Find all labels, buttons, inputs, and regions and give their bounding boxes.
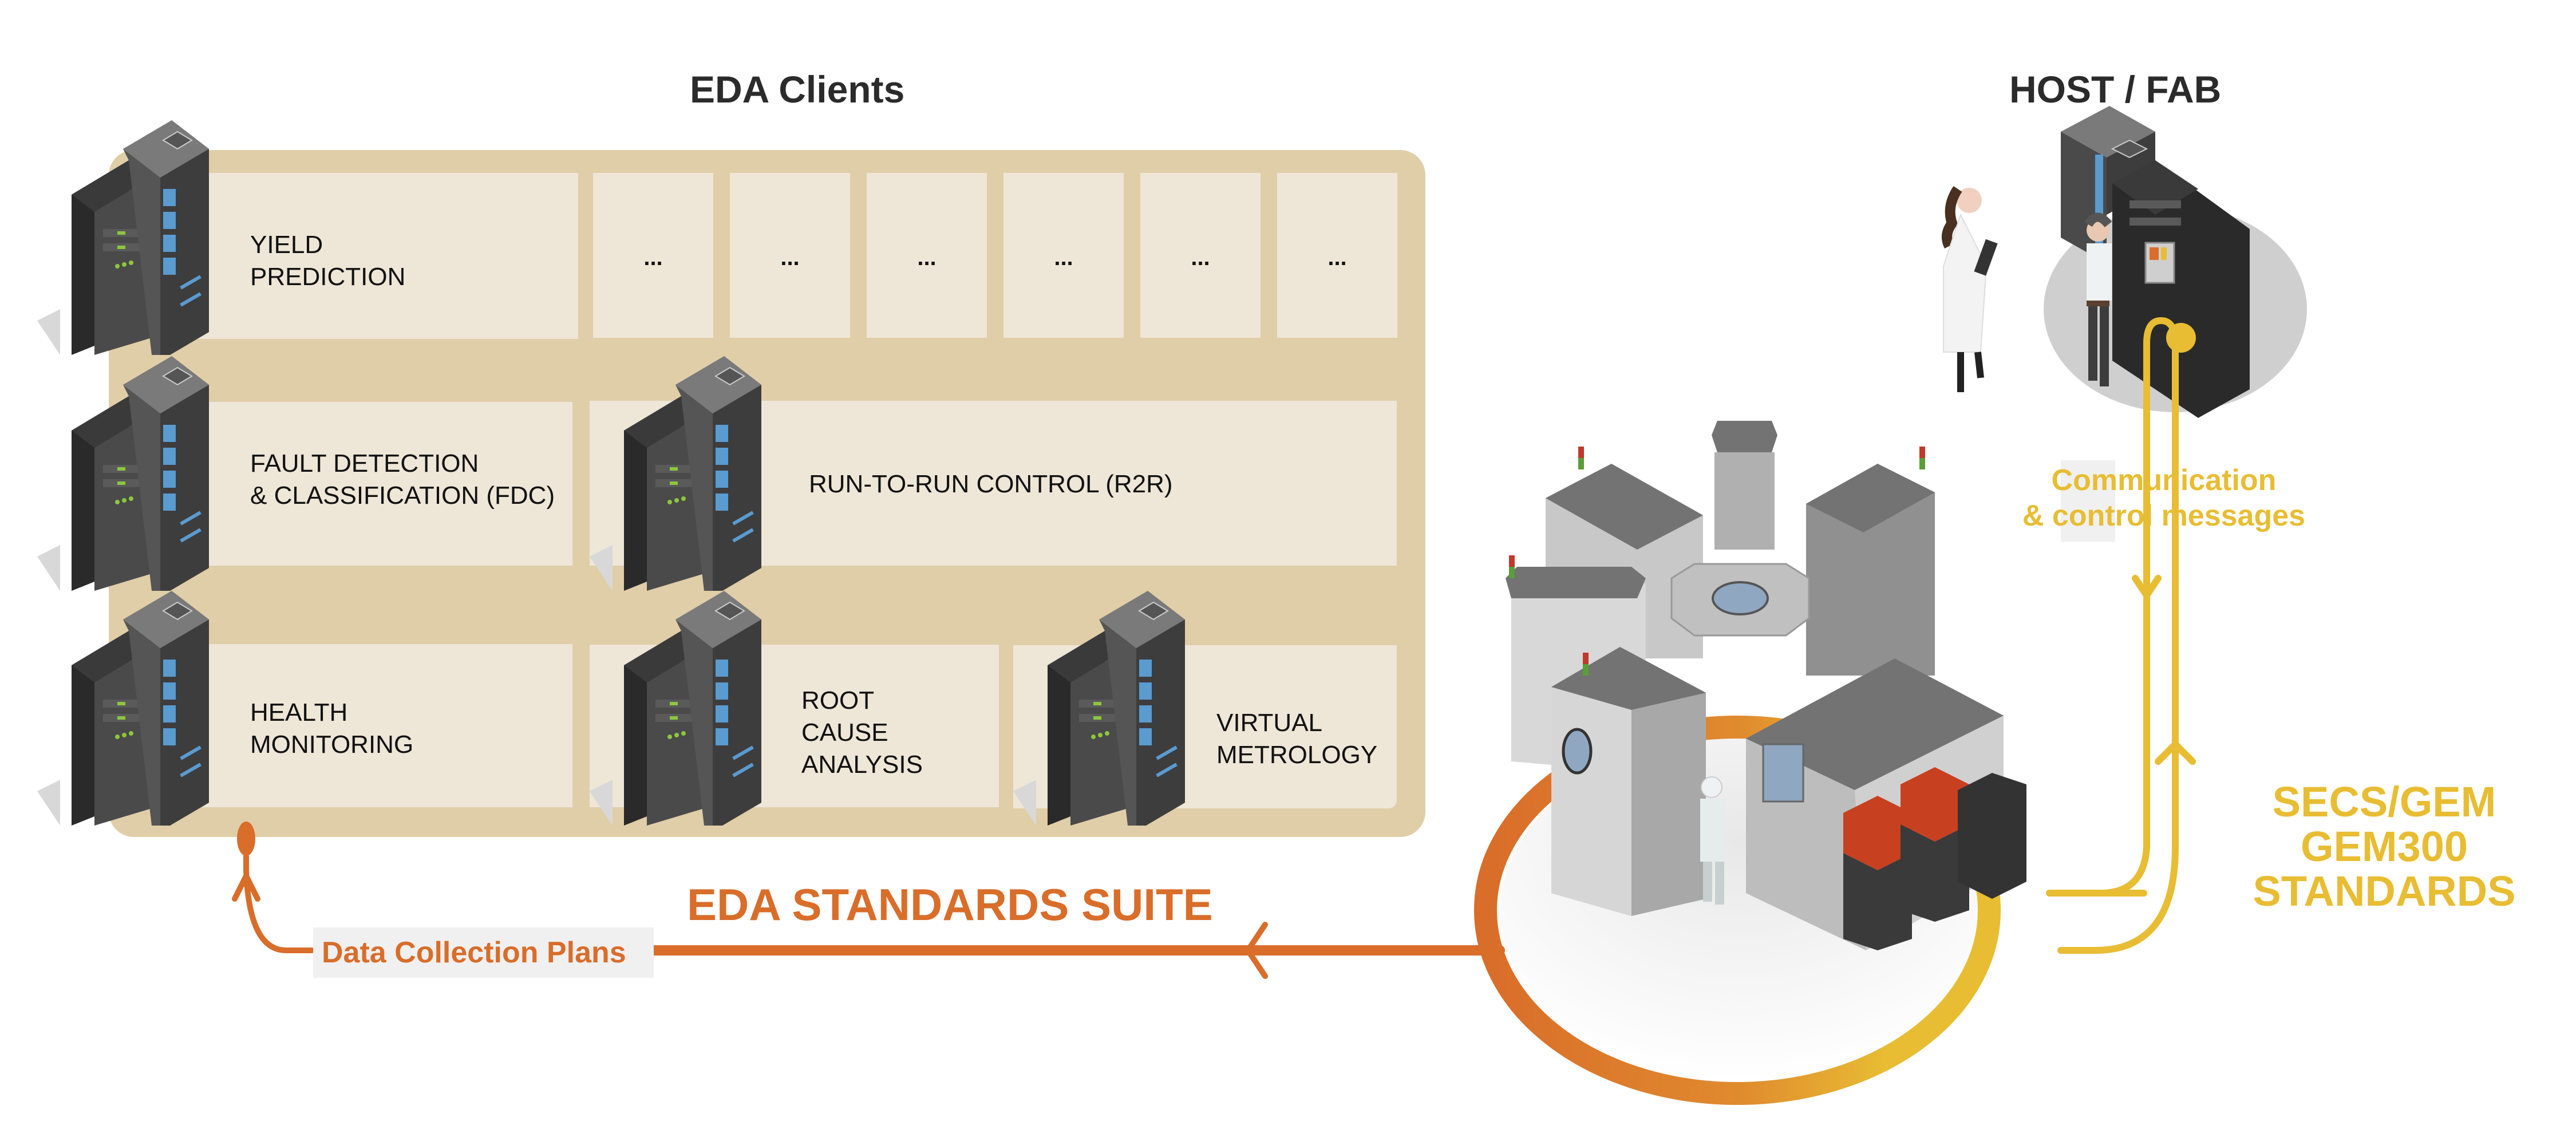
label-line: CAUSE [801, 718, 888, 747]
client-cell-placeholder[interactable]: ... [1277, 173, 1397, 338]
ellipsis: ... [1327, 245, 1347, 270]
label-line: SECS/GEM [2272, 778, 2496, 826]
label-line: GEM300 [2300, 823, 2468, 870]
data-collection-label-bg [313, 927, 654, 978]
label-line: RUN-TO-RUN CONTROL (R2R) [809, 470, 1173, 498]
label-line: HEALTH [250, 698, 348, 727]
label-line: MONITORING [250, 731, 414, 759]
client-cell-yield-prediction[interactable]: YIELD PREDICTION [160, 173, 578, 339]
client-cell-placeholder[interactable]: ... [1140, 173, 1261, 338]
eda-clients-heading: EDA Clients [690, 68, 905, 110]
label-line: STANDARDS [2253, 867, 2516, 915]
ellipsis: ... [1054, 245, 1073, 270]
label-line: PREDICTION [250, 263, 406, 291]
client-label: VIRTUAL METROLOGY [1216, 707, 1377, 771]
secs-gem-standards-label: SECS/GEM GEM300 STANDARDS [2230, 780, 2539, 914]
label-line: & control messages [2022, 499, 2306, 532]
label-line: FAULT DETECTION [250, 449, 479, 477]
label-line: ROOT [801, 686, 875, 714]
label-line: Communication [2051, 464, 2277, 497]
client-label: FAULT DETECTION & CLASSIFICATION (FDC) [250, 448, 555, 512]
engineer-figure [2084, 212, 2112, 386]
client-cell-health-monitoring[interactable]: HEALTH MONITORING [143, 644, 572, 807]
data-collection-plans-label: Data Collection Plans [322, 936, 626, 969]
label-line: METROLOGY [1216, 741, 1378, 769]
client-label: RUN-TO-RUN CONTROL (R2R) [809, 468, 1173, 500]
scientist-figure [1942, 186, 1998, 392]
client-connector-dot [237, 822, 255, 856]
client-cell-fdc[interactable]: FAULT DETECTION & CLASSIFICATION (FDC) [143, 402, 572, 566]
host-connector-dot [2166, 323, 2196, 353]
client-cell-placeholder[interactable]: ... [867, 173, 987, 338]
client-label: HEALTH MONITORING [250, 697, 413, 761]
ellipsis: ... [917, 245, 937, 270]
equipment-ring [1474, 716, 2001, 1105]
eda-standards-suite-label: EDA STANDARDS SUITE [687, 879, 1213, 930]
ellipsis: ... [780, 245, 800, 270]
label-line: VIRTUAL [1216, 709, 1323, 737]
label-line: YIELD [250, 231, 323, 259]
client-label: YIELD PREDICTION [250, 229, 405, 293]
communication-lines [2046, 317, 2196, 954]
cluster-tool-illustration [1506, 421, 2026, 950]
client-cell-placeholder[interactable]: ... [1003, 173, 1124, 338]
client-label: ROOT CAUSE ANALYSIS [801, 685, 923, 781]
comm-label-bg [2061, 460, 2115, 542]
label-line: ANALYSIS [801, 751, 923, 779]
ellipsis: ... [643, 245, 663, 270]
client-cell-placeholder[interactable]: ... [730, 173, 850, 338]
communication-messages-label: Communication & control messages [2015, 463, 2313, 534]
host-fab-heading: HOST / FAB [2009, 68, 2222, 110]
ellipsis: ... [1191, 245, 1210, 270]
client-cell-placeholder[interactable]: ... [593, 173, 713, 338]
label-line: & CLASSIFICATION (FDC) [250, 481, 555, 510]
